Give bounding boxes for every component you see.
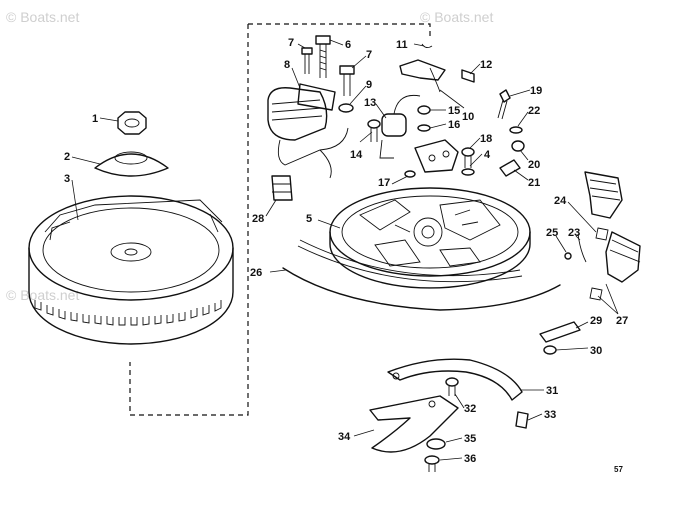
condenser [379,94,421,159]
coil-screws [301,35,355,96]
callout-21: 21 [528,177,540,189]
callout-1: 1 [92,113,98,125]
callout-26: 26 [250,267,262,279]
callout-2: 2 [64,151,70,163]
stator-plate [329,187,531,289]
callout-8: 8 [284,59,290,71]
callout-5: 5 [306,213,312,225]
washer-22 [509,126,523,134]
callout-22: 22 [528,105,540,117]
callout-6: 6 [345,39,351,51]
callout-3: 3 [64,173,70,185]
watermark-top-right: © Boats.net [420,9,493,25]
dashed-guide-lines [129,23,431,416]
screw-32 [445,377,459,396]
terminal-25 [564,252,572,260]
callout-30: 30 [590,345,602,357]
callout-35: 35 [464,433,476,445]
screw-15 [417,105,431,115]
breaker-points [399,43,475,93]
callout-28: 28 [252,213,264,225]
callout-13: 13 [364,97,376,109]
flywheel-ring-gear-teeth [34,300,222,326]
wire-loom [282,239,561,311]
callout-11: 11 [396,39,408,51]
callout-12: 12 [480,59,492,71]
screw-18 [461,147,475,168]
ground-strap [387,358,523,401]
callout-27: 27 [616,315,628,327]
callout-17: 17 [378,177,390,189]
callout-33: 33 [544,409,556,421]
spark-plug-boot-27 [589,231,641,301]
callout-31: 31 [546,385,558,397]
terminal-23 [577,233,587,263]
callout-10: 10 [462,111,474,123]
callout-15: 15 [448,105,460,117]
ignition-coil [267,83,349,179]
terminal-33 [515,411,529,429]
screw-30 [543,345,557,355]
washer-4 [461,168,475,176]
page-number: 57 [614,465,623,474]
contact-set [414,139,459,173]
watermark-top-left: © Boats.net [6,9,79,25]
callout-18: 18 [480,133,492,145]
callout-20: 20 [528,159,540,171]
callout-labels: 1 2 3 4 5 6 7 7 8 9 10 11 12 13 14 15 16… [64,37,628,465]
callout-32: 32 [464,403,476,415]
screw-14 [367,119,381,142]
link-29 [539,321,581,343]
callout-19: 19 [530,85,542,97]
callout-7b: 7 [366,49,372,61]
callout-4: 4 [484,149,491,161]
callout-36: 36 [464,453,476,465]
callout-7a: 7 [288,37,294,49]
throttle-cam [369,395,459,453]
grommet-28 [271,175,293,201]
callout-24: 24 [554,195,567,207]
cup-washer [94,151,169,177]
washer-35 [426,438,446,450]
flywheel-nut [117,111,147,135]
callout-34: 34 [338,431,351,443]
watermark-layer: © Boats.net © Boats.net © Boats.net [6,9,493,303]
callout-29: 29 [590,315,602,327]
spark-plug-boot-24 [584,171,623,241]
flywheel [28,195,234,345]
callout-9: 9 [366,79,372,91]
clip-21 [499,159,521,177]
washer-9 [338,103,354,113]
callout-25: 25 [546,227,558,239]
callout-23: 23 [568,227,580,239]
callout-16: 16 [448,119,460,131]
screw-19 [497,89,511,120]
screw-17 [404,170,416,178]
leader-lines [71,39,619,461]
callout-14: 14 [350,149,363,161]
washer-16 [417,124,431,132]
clip-20 [511,140,525,152]
screw-36 [424,455,440,472]
watermark-left: © Boats.net [6,287,79,303]
